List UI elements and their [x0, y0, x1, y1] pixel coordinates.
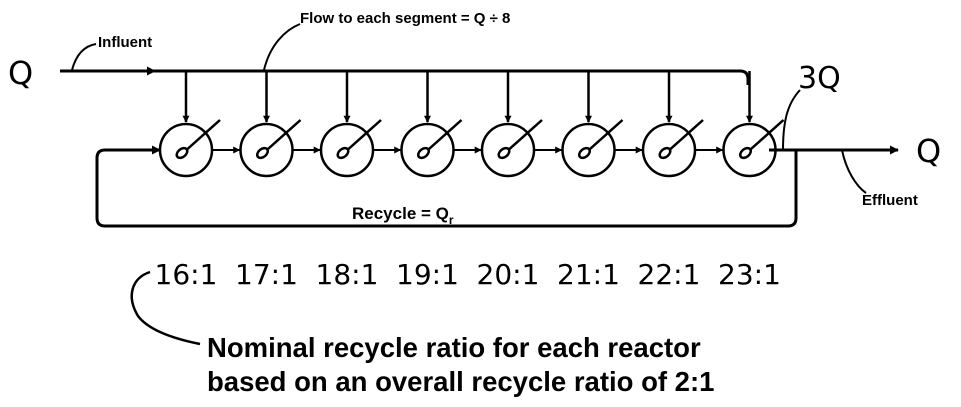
recycle-ratio-label: 17:1	[235, 258, 298, 291]
header-pipe	[155, 69, 750, 85]
mixer-impeller	[658, 146, 672, 160]
three-q-label: 3Q	[798, 61, 841, 96]
flow-note-leader	[263, 23, 301, 71]
recycle-ratio-label: 23:1	[718, 258, 781, 291]
mixer-shaft	[745, 119, 785, 154]
mixer-impeller	[416, 146, 431, 160]
mixer-impeller	[577, 146, 592, 160]
reactor-group	[158, 71, 785, 178]
recycle-ratio-label: 21:1	[557, 258, 620, 291]
recycle-subscript: r	[449, 213, 454, 227]
recycle-ratio-label: 18:1	[316, 258, 379, 291]
ratio-row: 16:1 17:1 18:1 19:1 20:1 21:1 22:1 23:1	[155, 258, 781, 291]
mixer-impeller	[738, 146, 753, 160]
note-line-1: Nominal recycle ratio for each reactor	[207, 332, 701, 363]
mixer-shaft	[343, 119, 382, 154]
mixer-impeller	[175, 146, 189, 160]
mixer-impeller	[497, 146, 511, 160]
three-q-leader	[782, 89, 801, 151]
q-in-label: Q	[8, 54, 33, 92]
recycle-label: Recycle = Qr	[352, 204, 454, 227]
effluent-leader	[841, 149, 867, 194]
note-line-2: based on an overall recycle ratio of 2:1	[207, 366, 714, 397]
mixer-shaft	[182, 119, 221, 154]
mixer-shaft	[584, 119, 624, 154]
note-leader	[130, 270, 201, 346]
mixer-shaft	[665, 119, 704, 154]
recycle-ratio-label: 20:1	[477, 258, 540, 291]
recycle-ratio-label: 22:1	[638, 258, 701, 291]
recycle-loop	[95, 145, 798, 228]
q-out-label: Q	[916, 132, 941, 170]
mixer-impeller	[255, 146, 270, 160]
flow-note-label: Flow to each segment = Q ÷ 8	[300, 10, 510, 27]
recycle-text: Recycle = Q	[352, 204, 449, 223]
mixer-shaft	[262, 119, 302, 154]
mixer-shaft	[423, 119, 463, 154]
recycle-ratio-label: 19:1	[396, 258, 459, 291]
influent-leader	[71, 43, 97, 71]
influent-label: Influent	[98, 34, 152, 51]
mixer-impeller	[336, 146, 350, 160]
mixer-shaft	[504, 119, 543, 154]
recycle-ratio-label: 16:1	[155, 258, 218, 291]
effluent-label: Effluent	[862, 192, 918, 209]
